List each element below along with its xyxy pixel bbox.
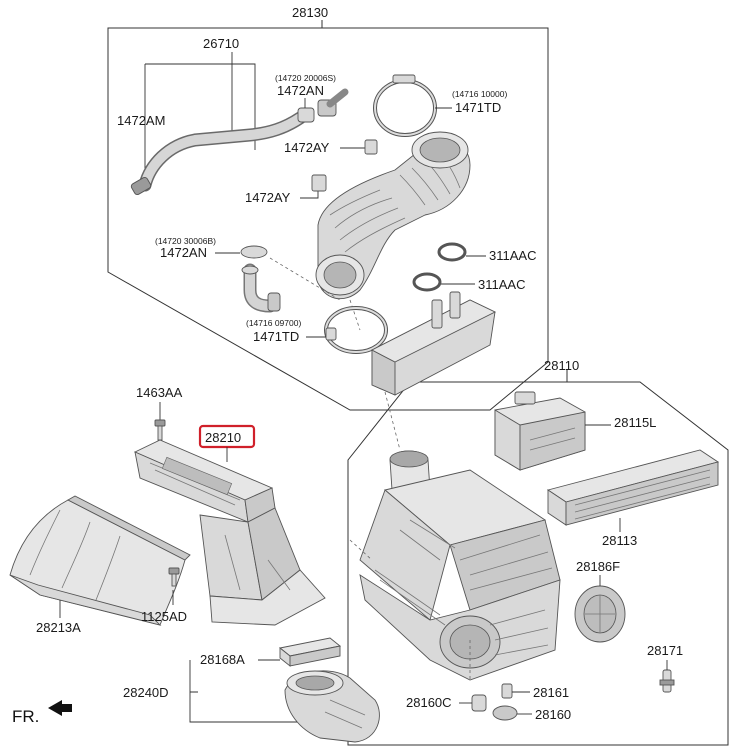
assembly-28110-frame: [347, 370, 729, 746]
dashed-guide-resonator: [384, 391, 401, 451]
nipple-1472AY-a: [364, 139, 378, 155]
duct-28115L: [494, 391, 586, 471]
label-28213A: 28213A: [36, 620, 81, 635]
leader-bracket-28240D: [189, 659, 305, 723]
air-cleaner-housing: [359, 450, 561, 681]
air-intake-duct: [315, 131, 471, 300]
filter-element-28113: [546, 449, 720, 526]
label-1471TD-low: 1471TD: [253, 329, 299, 344]
nipple-1472AY-b: [311, 174, 327, 192]
label-26710: 26710: [203, 36, 239, 51]
hose-clamp-low: [324, 306, 388, 354]
sensor-28171: [659, 669, 675, 693]
label-28113: 28113: [602, 533, 637, 548]
label-28115L: 28115L: [614, 415, 656, 430]
label-311AAC-b: 311AAC: [478, 277, 525, 292]
elbow-hose: [240, 245, 281, 313]
leader-26710: [144, 52, 256, 175]
label-311AAC-a: 311AAC: [489, 248, 536, 263]
ref-1472AN-top: (14720 20006S): [275, 73, 336, 83]
label-28240D: 28240D: [123, 685, 169, 700]
label-1471TD-top: 1471TD: [455, 100, 501, 115]
label-28160: 28160: [535, 707, 571, 722]
ref-1472AN-low: (14720 30006B): [155, 236, 216, 246]
ref-1471TD-top: (14716 10000): [452, 89, 507, 99]
label-28210: 28210: [205, 430, 241, 445]
label-28110: 28110: [544, 358, 579, 373]
label-1472AM: 1472AM: [117, 113, 165, 128]
clip-28160C: [471, 694, 487, 712]
breather-hose: [130, 88, 349, 196]
dashed-guide-housing: [349, 539, 471, 680]
inlet-duct-28240D: [284, 670, 380, 743]
assembly-28130-frame: [107, 20, 549, 411]
label-28168A: 28168A: [200, 652, 245, 667]
bracket-28168A: [278, 637, 342, 667]
label-1463AA: 1463AA: [136, 385, 183, 400]
front-marker: FR.: [12, 707, 39, 726]
label-1472AY-b: 1472AY: [245, 190, 291, 205]
hose-clamp-top: [373, 74, 437, 137]
label-1472AY-a: 1472AY: [284, 140, 330, 155]
label-1472AN-top: 1472AN: [277, 83, 324, 98]
label-1125AD: 1125AD: [141, 609, 187, 624]
grommet-28161: [501, 683, 513, 699]
insulator-28160: [492, 705, 518, 721]
air-guide-cover-28213A: [9, 495, 191, 626]
label-28160C: 28160C: [406, 695, 452, 710]
air-inlet-duct-28210: [133, 439, 326, 626]
screw-1125AD: [168, 567, 180, 587]
label-1472AN-low: 1472AN: [160, 245, 207, 260]
front-arrow-icon: [48, 700, 72, 716]
cap-28186F: [574, 585, 626, 643]
label-28161: 28161: [533, 685, 569, 700]
label-28171: 28171: [647, 643, 683, 658]
clip-311AAC-b: [412, 272, 442, 292]
ref-1471TD-low: (14716 09700): [246, 318, 301, 328]
label-28130: 28130: [292, 5, 328, 20]
dashed-guide-upper: [269, 257, 361, 331]
clip-311AAC-a: [437, 242, 467, 262]
bolt-1463AA: [154, 419, 166, 441]
label-28186F: 28186F: [576, 559, 620, 574]
resonator-box: [371, 291, 497, 396]
